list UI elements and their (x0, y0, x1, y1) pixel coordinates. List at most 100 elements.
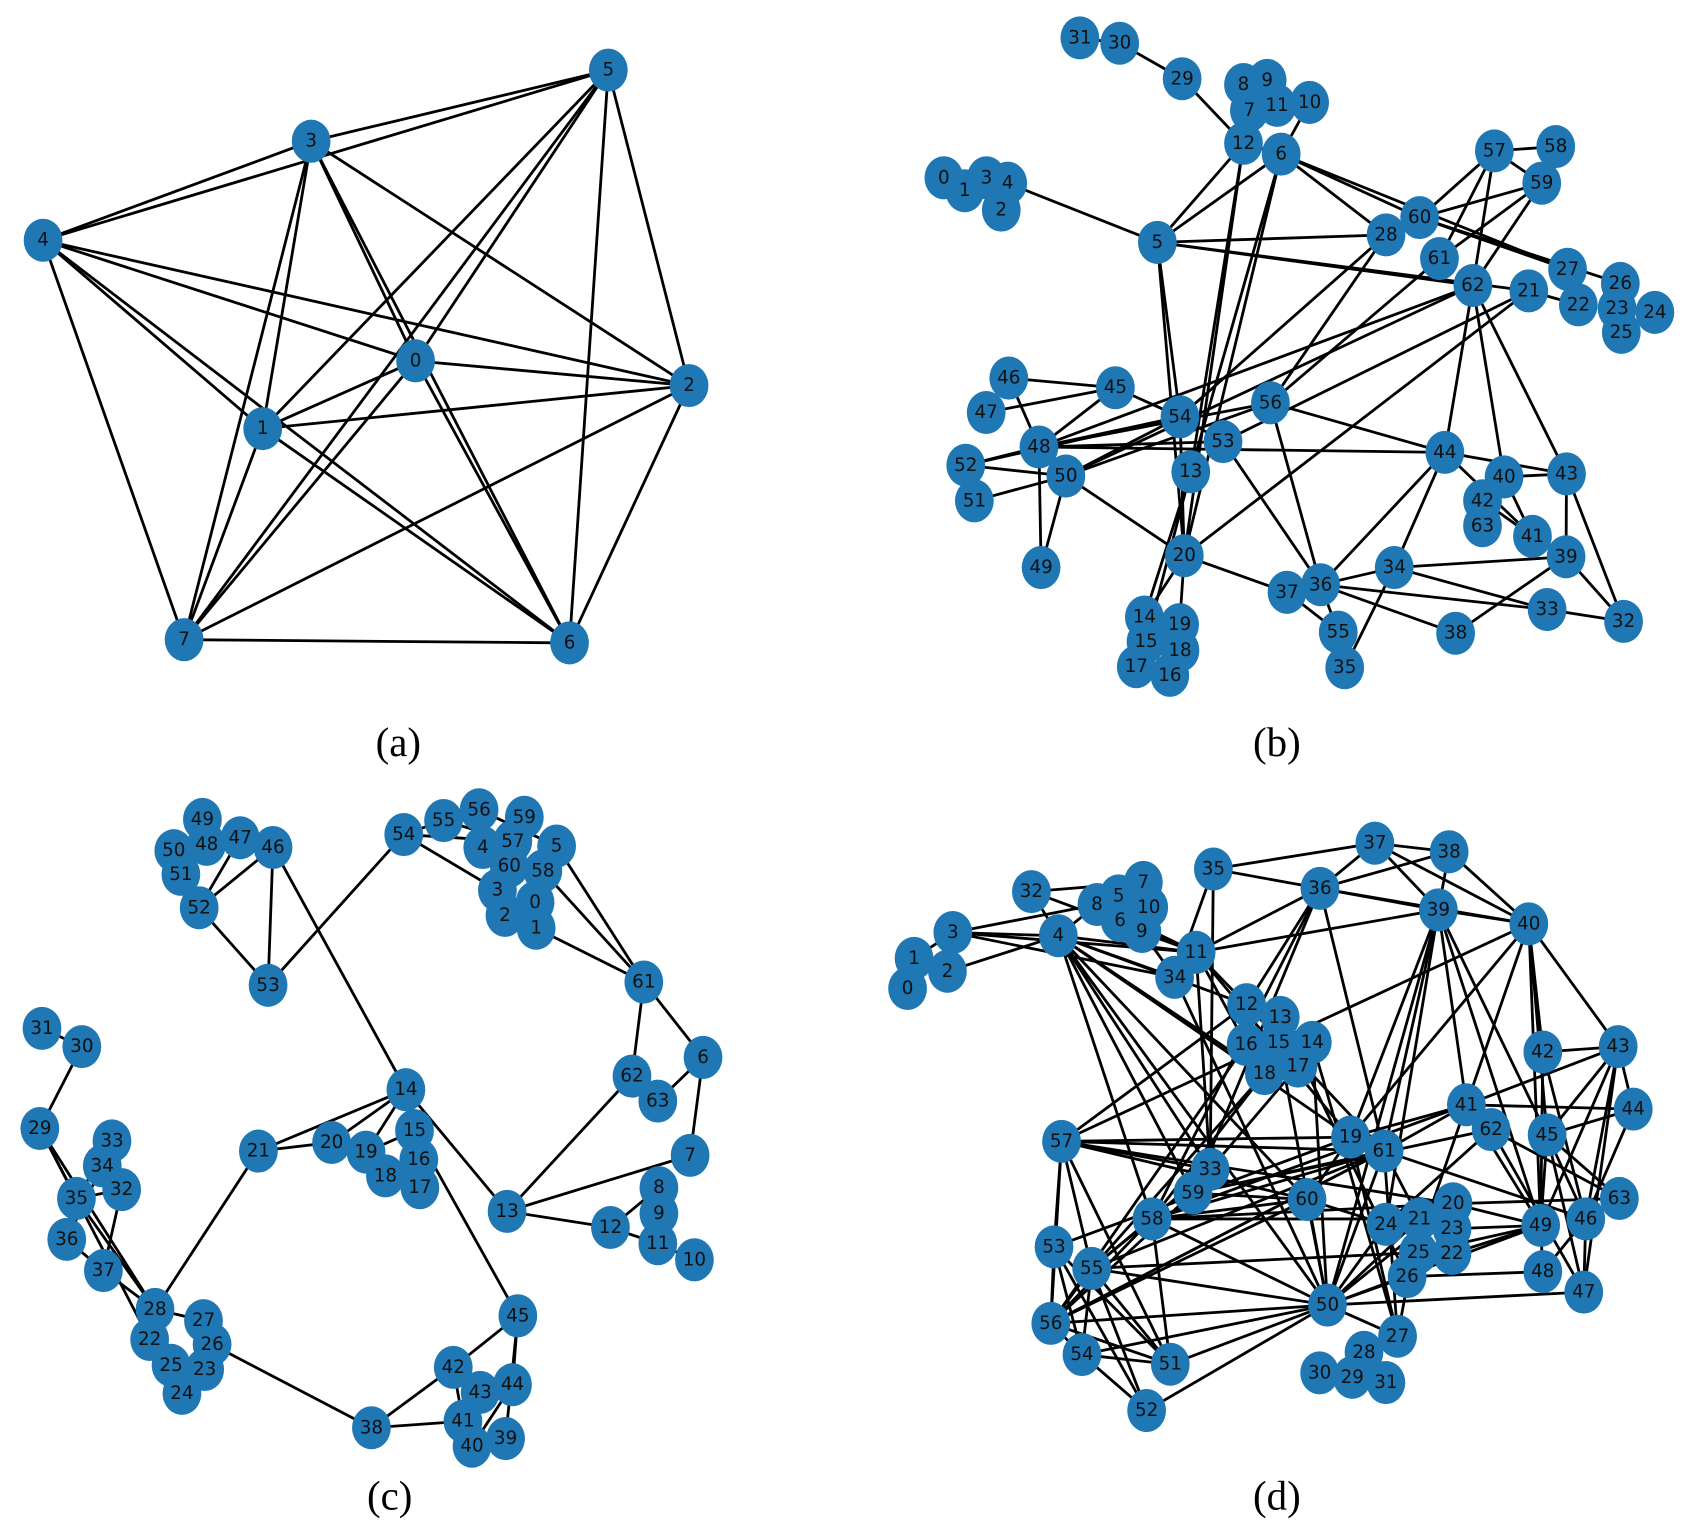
node-label: 46 (1574, 1208, 1597, 1229)
nodes (20, 788, 723, 1468)
node-38 (1436, 611, 1475, 655)
node-label: 56 (1039, 1313, 1062, 1334)
node-60 (1400, 196, 1440, 240)
edge-36-12 (1245, 887, 1322, 1006)
node-34 (82, 1144, 122, 1188)
node-label: 16 (407, 1149, 430, 1170)
node-label: 61 (632, 972, 655, 993)
node-22 (1558, 283, 1598, 327)
edge-6-5 (1156, 152, 1283, 244)
edge-1-7 (182, 428, 265, 641)
node-7 (164, 618, 204, 662)
node-label: 17 (1286, 1056, 1309, 1077)
caption-d: (d) (1253, 1474, 1301, 1519)
edge-26-38 (211, 1343, 373, 1430)
node-46 (253, 825, 293, 870)
node-label: 59 (1530, 173, 1553, 194)
edge-50-54 (1065, 415, 1181, 478)
node-61 (1364, 1129, 1404, 1173)
node-56 (459, 788, 499, 832)
node-44 (1425, 430, 1465, 474)
edge-4-0 (42, 238, 417, 363)
node-label: 1 (908, 948, 920, 969)
edge-60-26 (1419, 216, 1621, 285)
node-label: 25 (1407, 1242, 1430, 1263)
node-label: 2 (942, 961, 954, 982)
node-label: 39 (1554, 546, 1577, 567)
node-24 (1635, 290, 1675, 334)
node-label: 36 (1309, 574, 1332, 595)
node-label: 55 (1327, 622, 1350, 643)
node-2 (928, 949, 967, 993)
edge-50-21 (1326, 1217, 1421, 1307)
node-label: 7 (1138, 872, 1150, 893)
node-label: 28 (143, 1299, 166, 1320)
edge-5-2 (606, 69, 691, 386)
node-31 (1366, 1361, 1406, 1405)
node-label: 24 (1374, 1214, 1397, 1235)
node-2 (669, 364, 709, 408)
node-label: 7 (178, 629, 190, 650)
edge-28-21 (153, 1150, 260, 1311)
edge-18-55 (1090, 1072, 1266, 1270)
node-label: 55 (432, 810, 455, 831)
node-0 (396, 339, 435, 383)
node-10 (1129, 885, 1169, 929)
node-9 (639, 1191, 679, 1236)
edge-62-48 (1038, 284, 1474, 449)
node-label: 2 (499, 905, 511, 926)
edge-62-44 (1443, 285, 1475, 453)
node-label: 45 (1535, 1124, 1558, 1145)
node-60 (1287, 1178, 1327, 1222)
node-label: 45 (1104, 377, 1127, 398)
node-48 (1523, 1250, 1563, 1294)
edge-12-57 (1060, 1003, 1248, 1143)
edge-34-50 (1173, 976, 1329, 1306)
node-label: 0 (410, 350, 422, 371)
node-label: 12 (599, 1217, 622, 1238)
node-30 (1300, 1351, 1340, 1395)
node-51 (954, 479, 994, 523)
edge-57-20 (1061, 1140, 1454, 1206)
edge-7-6 (184, 638, 570, 645)
node-label: 21 (1517, 280, 1540, 301)
node-36 (1300, 866, 1340, 910)
node-label: 40 (1517, 913, 1540, 934)
edge-40-45 (1527, 923, 1549, 1136)
node-label: 19 (1339, 1127, 1362, 1148)
edge-6-28 (1280, 153, 1387, 236)
node-label: 61 (1428, 248, 1451, 269)
node-label: 8 (1091, 894, 1103, 915)
node-label: 28 (1374, 224, 1397, 245)
node-38 (1429, 830, 1469, 874)
node-54 (384, 813, 424, 857)
edge-5-6 (568, 70, 610, 644)
edge-61-50 (1326, 1150, 1386, 1306)
node-label: 21 (247, 1141, 270, 1162)
node-10 (675, 1238, 714, 1282)
node-49 (1521, 1203, 1561, 1247)
node-63 (1599, 1176, 1639, 1220)
edge-43-47 (1582, 1046, 1620, 1293)
node-label: 19 (1168, 614, 1191, 635)
edge-12-5 (1156, 142, 1245, 244)
edge-36-38 (1319, 850, 1450, 890)
node-label: 23 (193, 1359, 216, 1380)
edge-39-45 (1437, 909, 1549, 1136)
node-label: 44 (1622, 1099, 1645, 1120)
node-label: 38 (1437, 841, 1460, 862)
node-label: 3 (981, 167, 993, 188)
node-59 (504, 795, 544, 839)
node-41 (1513, 514, 1552, 558)
edge-61-46 (1383, 1149, 1587, 1221)
node-label: 54 (392, 824, 415, 845)
node-label: 43 (1555, 463, 1578, 484)
node-39 (1418, 888, 1458, 932)
node-label: 22 (1567, 294, 1590, 315)
edge-21-20 (1183, 289, 1530, 557)
node-label: 8 (1238, 74, 1250, 95)
node-label: 57 (501, 831, 524, 852)
node-33 (1527, 588, 1567, 632)
